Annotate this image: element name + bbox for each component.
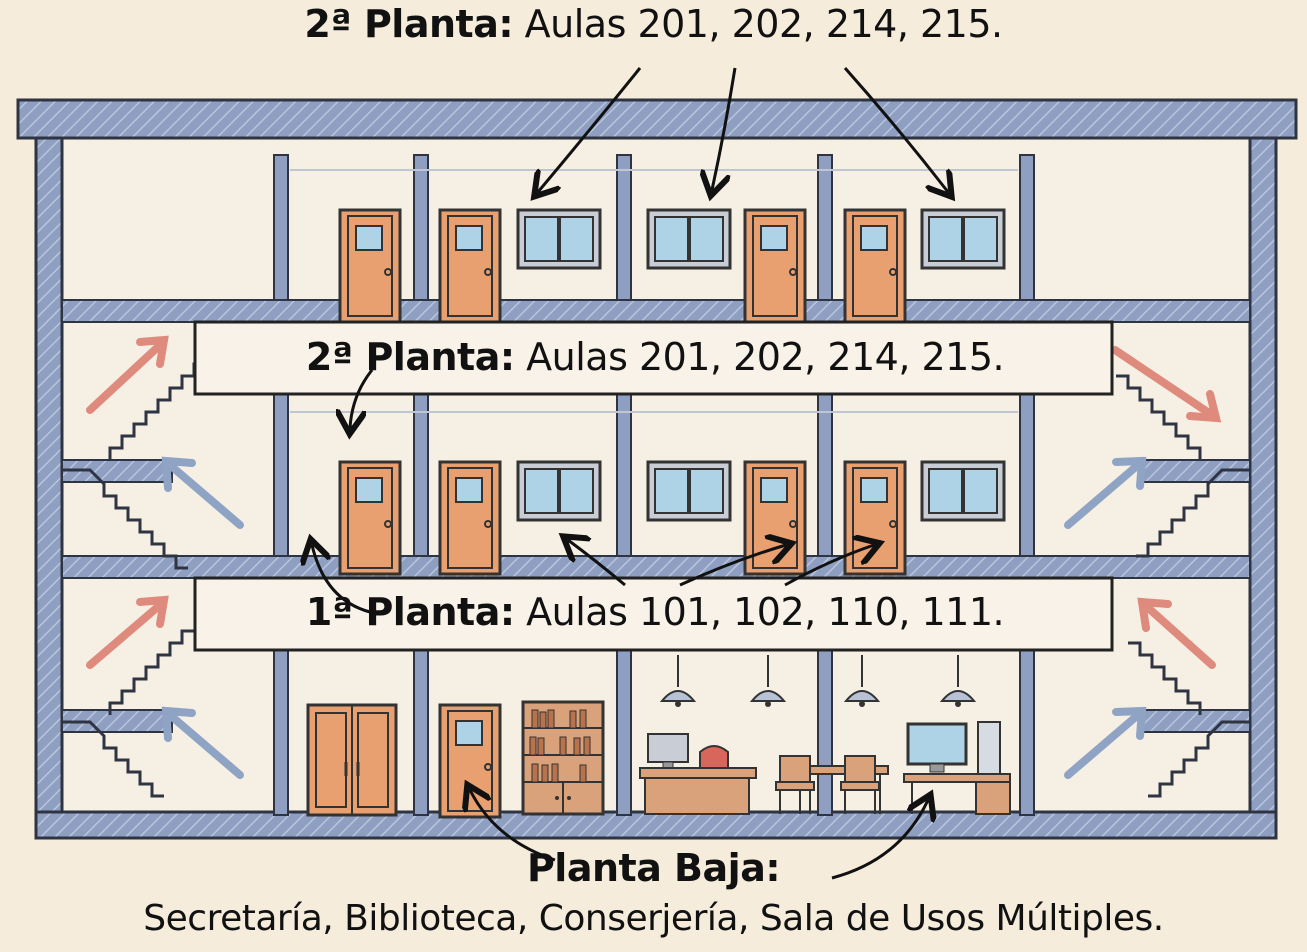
door-111 [843,460,907,576]
window [516,460,602,522]
secretaria-double-door [306,703,398,817]
conserjeria-door [438,703,502,819]
second-floor-slab [61,299,1251,323]
first-floor-slab [61,555,1251,579]
first-floor-banner-label: 1ª Planta: Aulas 101, 102, 110, 111. [305,590,1005,634]
window [516,208,602,270]
annotation-arrows [312,67,948,880]
door-102 [438,460,502,576]
top-second-floor-label: 2ª Planta: Aulas 201, 202, 214, 215. [304,2,1003,46]
left-staircases [62,362,206,798]
door-214 [743,208,807,324]
door-201 [338,208,402,324]
ceiling-lines [290,169,1018,413]
door-215 [843,208,907,324]
window [920,208,1006,270]
stair-arrows [86,335,1222,779]
ground-floor-title: Planta Baja: [526,846,781,890]
computer-desk [903,721,1011,815]
stair-landings [61,459,1251,733]
roof-slab [16,98,1298,140]
ground-floor-rooms [306,654,1011,819]
right-wall [1248,136,1278,840]
ground-floor-description: Secretaría, Biblioteca, Conserjería, Sal… [143,898,1164,939]
ground-slab [34,810,1278,840]
window [646,460,732,522]
window [920,460,1006,522]
second-floor-banner-label: 2ª Planta: Aulas 201, 202, 214, 215. [305,335,1005,379]
door-101 [338,460,402,576]
door-110 [743,460,807,576]
door-202 [438,208,502,324]
second-floor-banner [193,320,1114,396]
reception-desk [639,733,757,815]
meeting-table [775,755,889,815]
right-staircases [1116,374,1250,798]
left-wall [34,136,64,840]
library-bookshelf [521,700,605,816]
first-floor-banner [193,576,1114,652]
window [646,208,732,270]
